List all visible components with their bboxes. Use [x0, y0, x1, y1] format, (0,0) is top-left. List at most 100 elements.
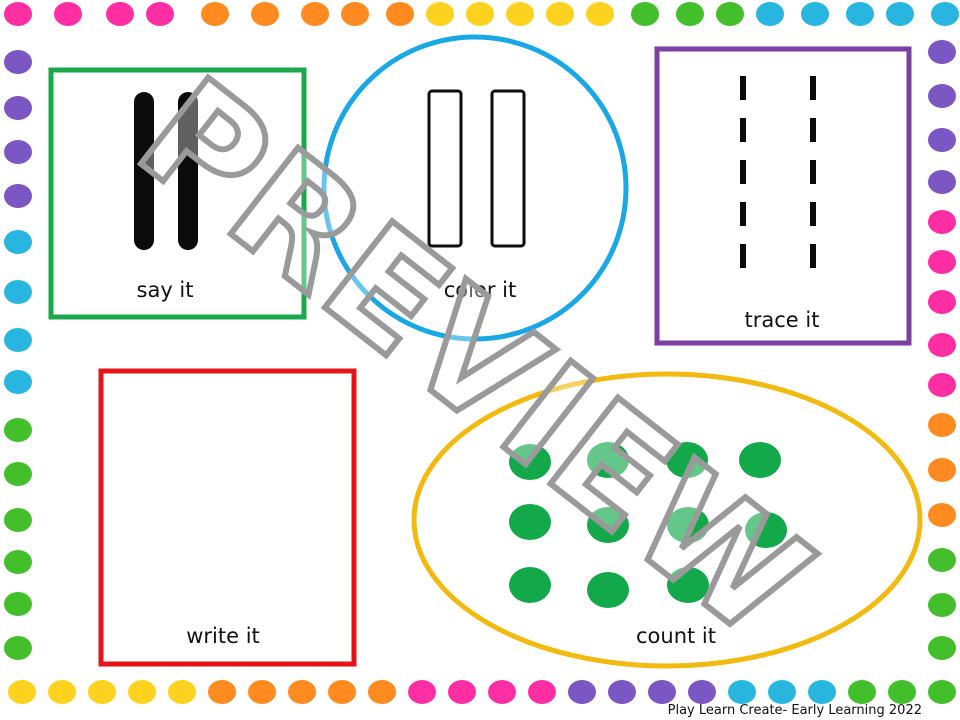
border-dot: [768, 680, 796, 704]
count-dot[interactable]: [509, 504, 551, 540]
border-dot: [4, 230, 32, 254]
border-dot: [808, 680, 836, 704]
border-dot: [4, 636, 32, 660]
border-dot: [328, 680, 356, 704]
count-dot[interactable]: [509, 444, 551, 480]
count-dot[interactable]: [739, 442, 781, 478]
border-dot: [301, 2, 329, 26]
write-it-label: write it: [186, 624, 260, 648]
border-dot: [408, 680, 436, 704]
border-dot: [506, 2, 534, 26]
border-dot: [528, 680, 556, 704]
border-dot: [888, 680, 916, 704]
border-dot: [4, 2, 32, 26]
border-dot: [928, 593, 956, 617]
color-it-label: color it: [443, 278, 517, 302]
border-dot: [54, 2, 82, 26]
decorative-dot-border: [4, 2, 959, 704]
border-dot: [728, 680, 756, 704]
border-dot: [4, 508, 32, 532]
border-dot: [846, 2, 874, 26]
say-it-label: say it: [136, 278, 194, 302]
border-dot: [928, 210, 956, 234]
border-dot: [4, 96, 32, 120]
border-dot: [448, 680, 476, 704]
border-dot: [688, 680, 716, 704]
border-dot: [168, 680, 196, 704]
border-dot: [716, 2, 744, 26]
count-it-ellipse: [411, 371, 923, 669]
border-dot: [8, 680, 36, 704]
border-dot: [4, 184, 32, 208]
border-dot: [608, 680, 636, 704]
border-dot: [848, 680, 876, 704]
border-dot: [248, 680, 276, 704]
tally-outline: [427, 89, 463, 248]
border-dot: [928, 373, 956, 397]
border-dot: [48, 680, 76, 704]
say-it-box: [48, 67, 307, 320]
border-dot: [4, 280, 32, 304]
border-dot: [4, 462, 32, 486]
count-dot[interactable]: [667, 507, 709, 543]
border-dot: [106, 2, 134, 26]
border-dot: [88, 680, 116, 704]
border-dot: [928, 128, 956, 152]
border-dot: [586, 2, 614, 26]
border-dot: [4, 550, 32, 574]
count-dot[interactable]: [587, 507, 629, 543]
tally-marks-solid: [134, 92, 198, 250]
border-dot: [466, 2, 494, 26]
border-dot: [928, 250, 956, 274]
border-dot: [928, 170, 956, 194]
border-dot: [928, 458, 956, 482]
border-dot: [928, 84, 956, 108]
border-dot: [251, 2, 279, 26]
color-it-circle: [321, 34, 629, 342]
footer-credit: Play Learn Create- Early Learning 2022: [667, 703, 922, 718]
count-dot[interactable]: [587, 442, 629, 478]
border-dot: [931, 2, 959, 26]
border-dot: [288, 680, 316, 704]
border-dot: [4, 592, 32, 616]
tally-outline: [490, 89, 526, 248]
border-dot: [4, 418, 32, 442]
border-dot: [201, 2, 229, 26]
count-dots: [509, 442, 787, 608]
border-dot: [886, 2, 914, 26]
border-dot: [631, 2, 659, 26]
count-dot[interactable]: [667, 567, 709, 603]
count-it-label: count it: [636, 624, 716, 648]
border-dot: [801, 2, 829, 26]
count-dot[interactable]: [509, 567, 551, 603]
trace-it-label: trace it: [744, 308, 820, 332]
border-dot: [146, 2, 174, 26]
tally-mark: [178, 92, 198, 250]
border-dot: [756, 2, 784, 26]
border-dot: [4, 140, 32, 164]
border-dot: [928, 503, 956, 527]
border-dot: [426, 2, 454, 26]
border-dot: [208, 680, 236, 704]
count-dot[interactable]: [666, 442, 708, 478]
border-dot: [4, 370, 32, 394]
border-dot: [648, 680, 676, 704]
border-dot: [928, 413, 956, 437]
border-dot: [676, 2, 704, 26]
border-dot: [4, 50, 32, 74]
write-it-box[interactable]: [98, 368, 357, 667]
border-dot: [928, 680, 956, 704]
border-dot: [546, 2, 574, 26]
tally-mark: [134, 92, 154, 250]
border-dot: [568, 680, 596, 704]
border-dot: [928, 333, 956, 357]
count-dot[interactable]: [745, 512, 787, 548]
count-dot[interactable]: [587, 572, 629, 608]
border-dot: [368, 680, 396, 704]
tally-marks-dashed: [740, 76, 816, 270]
border-dot: [4, 328, 32, 352]
border-dot: [128, 680, 156, 704]
trace-it-box: [654, 46, 912, 346]
border-dot: [928, 40, 956, 64]
border-dot: [341, 2, 369, 26]
